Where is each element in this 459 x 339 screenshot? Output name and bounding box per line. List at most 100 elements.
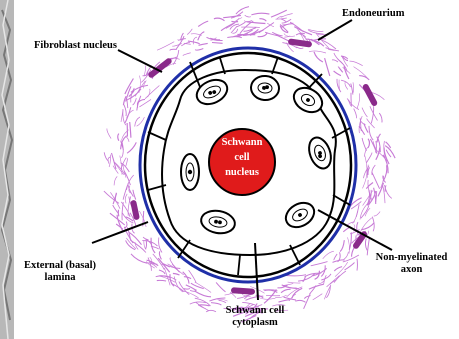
endoneurium-fiber xyxy=(127,142,136,153)
endoneurium-fiber xyxy=(124,105,126,116)
endoneurium-fiber xyxy=(264,289,276,303)
endoneurium-fiber xyxy=(195,282,211,293)
endoneurium-fiber xyxy=(367,153,373,163)
endoneurium-fiber xyxy=(309,51,326,53)
endoneurium-fiber xyxy=(126,240,136,249)
endoneurium-fiber xyxy=(364,123,368,132)
endoneurium-fiber xyxy=(281,289,291,292)
endoneurium-fiber xyxy=(379,113,382,122)
endoneurium-fiber xyxy=(368,167,370,175)
endoneurium-fiber xyxy=(121,136,127,150)
endoneurium-fiber xyxy=(251,13,269,15)
nucleus-label-line: nucleus xyxy=(212,165,272,180)
endoneurium-fiber xyxy=(325,58,330,76)
endoneurium-fiber xyxy=(371,106,373,123)
endoneurium-fiber xyxy=(245,15,251,17)
endoneurium-fiber xyxy=(240,21,254,34)
endoneurium-fiber xyxy=(244,20,252,21)
fibroblast-nucleus xyxy=(231,287,255,295)
endoneurium-fiber xyxy=(133,190,136,200)
fibroblast-nucleus xyxy=(147,57,173,79)
lamina-label-line: lamina xyxy=(12,272,108,284)
endoneurium-fiber xyxy=(159,270,165,274)
endoneurium-fiber xyxy=(360,218,372,234)
endoneurium-fiber xyxy=(114,176,117,185)
endoneurium-fiber xyxy=(125,194,127,204)
endoneurium-fiber xyxy=(109,155,111,167)
endoneurium-fiber xyxy=(286,275,306,276)
endoneurium-fiber xyxy=(368,139,370,148)
left-edge-texture xyxy=(0,0,14,339)
endoneurium-fiber xyxy=(145,86,159,99)
endoneurium-fiber xyxy=(118,134,119,141)
endoneurium-fiber xyxy=(122,202,123,220)
endoneurium-fiber xyxy=(241,27,260,28)
endoneurium-fiber xyxy=(296,47,303,49)
endoneurium-fiber xyxy=(195,291,211,297)
endoneurium-fiber xyxy=(151,238,155,253)
endoneurium-fiber xyxy=(195,49,203,51)
label-external-basal-lamina: External (basal) lamina xyxy=(12,260,108,284)
lamina-label-line: External (basal) xyxy=(12,260,108,272)
endoneurium-fiber xyxy=(143,237,148,240)
endoneurium-fiber xyxy=(172,44,181,47)
cytoplasm-label-line: cytoplasm xyxy=(210,317,300,329)
endoneurium-fiber xyxy=(334,254,337,260)
endoneurium-fiber xyxy=(159,238,162,253)
axon xyxy=(181,154,199,190)
endoneurium-fiber xyxy=(304,296,310,299)
axon-label-line: Non-myelinated xyxy=(364,252,459,264)
endoneurium-fiber xyxy=(135,117,140,127)
label-non-myelinated-axon: Non-myelinated axon xyxy=(364,252,459,276)
endoneurium-fiber xyxy=(314,52,323,62)
endoneurium-fiber xyxy=(193,37,197,44)
endoneurium-fiber xyxy=(284,283,294,285)
endoneurium-fiber xyxy=(345,263,355,271)
endoneurium-fiber xyxy=(179,282,189,295)
endoneurium-fiber xyxy=(340,240,344,251)
endoneurium-fiber xyxy=(323,251,334,259)
endoneurium-fiber xyxy=(363,169,367,188)
endoneurium-fiber xyxy=(334,71,341,76)
endoneurium-fiber xyxy=(288,282,301,283)
endoneurium-fiber xyxy=(176,36,184,49)
endoneurium-fiber xyxy=(196,302,209,310)
endoneurium-fiber xyxy=(334,267,342,272)
endoneurium-fiber xyxy=(170,49,177,50)
endoneurium-fiber xyxy=(281,19,286,22)
endoneurium-fiber xyxy=(344,66,349,79)
label-fibroblast-nucleus: Fibroblast nucleus xyxy=(34,40,117,52)
endoneurium-fiber xyxy=(130,122,131,138)
endoneurium-fiber xyxy=(372,172,380,189)
endoneurium-fiber xyxy=(324,275,327,285)
endoneurium-fiber xyxy=(360,119,361,131)
axon-label-line: axon xyxy=(364,264,459,276)
endoneurium-fiber xyxy=(126,158,128,166)
endoneurium-fiber xyxy=(153,254,165,270)
endoneurium-fiber xyxy=(157,280,166,281)
endoneurium-fiber xyxy=(310,286,316,295)
endoneurium-fiber xyxy=(348,237,350,253)
endoneurium-fiber xyxy=(359,126,365,135)
label-endoneurium: Endoneurium xyxy=(342,8,404,20)
endoneurium-fiber xyxy=(244,28,257,32)
endoneurium-fiber xyxy=(362,108,367,117)
endoneurium-fiber xyxy=(173,273,180,275)
endoneurium-fiber xyxy=(369,126,373,140)
endoneurium-fiber xyxy=(124,171,130,186)
fibroblast-nucleus xyxy=(362,83,379,107)
endoneurium-fiber xyxy=(362,138,366,151)
endoneurium-fiber xyxy=(313,294,323,300)
endoneurium-fiber xyxy=(131,254,147,263)
endoneurium-fiber xyxy=(223,15,241,17)
endoneurium-fiber xyxy=(198,32,205,41)
endoneurium-fiber xyxy=(259,19,266,22)
endoneurium-fiber xyxy=(236,7,249,15)
endoneurium-fiber xyxy=(148,89,150,97)
endoneurium-fiber xyxy=(367,119,375,128)
endoneurium-fiber xyxy=(292,288,302,298)
endoneurium-fiber xyxy=(338,67,343,73)
endoneurium-fiber xyxy=(311,262,328,266)
cytoplasm-label-line: Schwann cell xyxy=(210,305,300,317)
endoneurium-fiber xyxy=(344,252,349,260)
